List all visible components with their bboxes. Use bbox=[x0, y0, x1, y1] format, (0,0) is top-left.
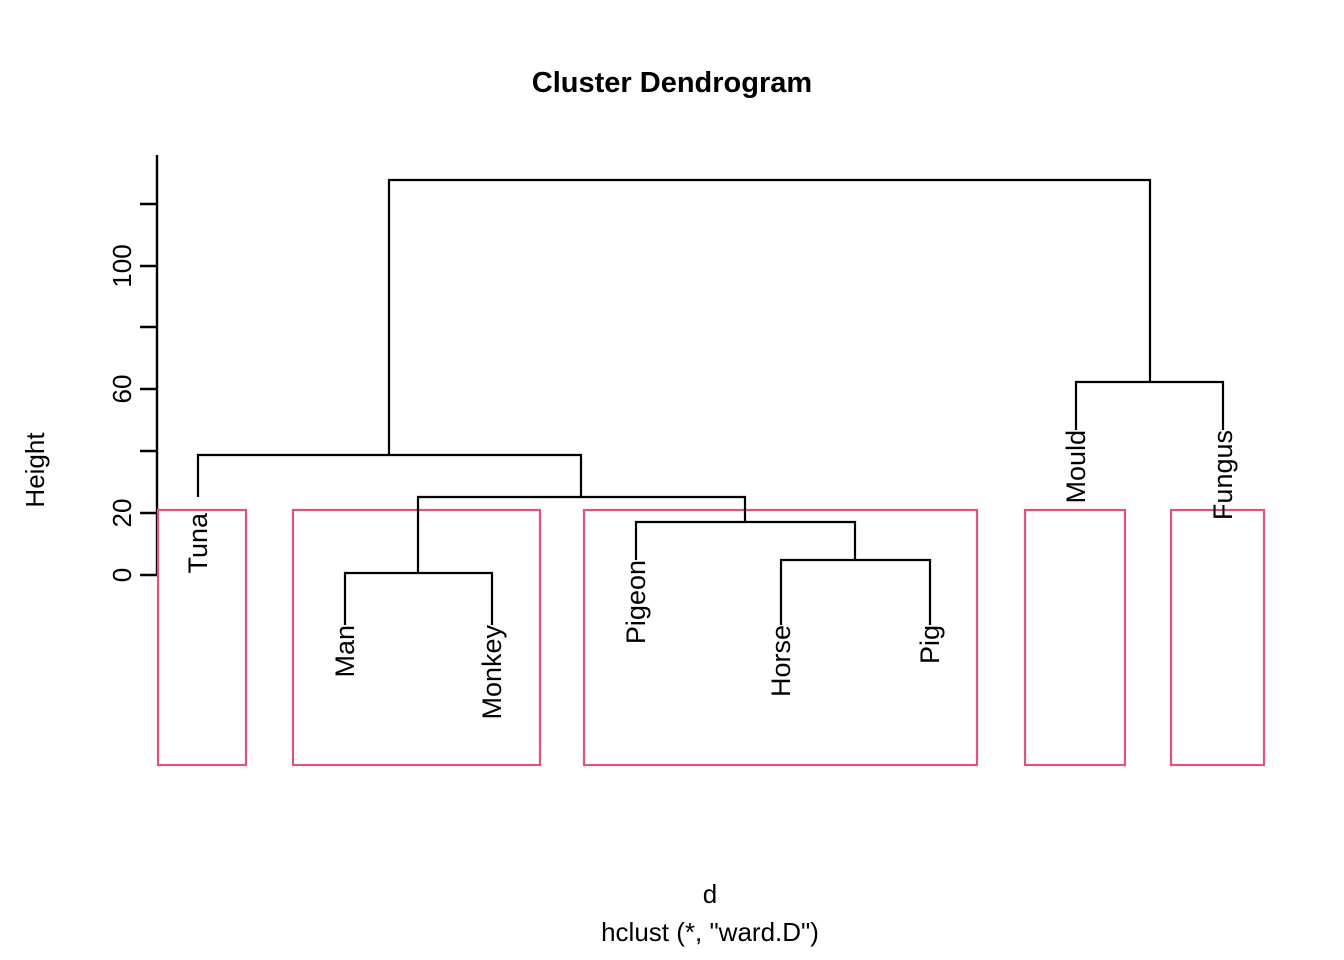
x-axis-caption: d hclust (*, "ward.D") bbox=[601, 879, 819, 947]
y-tick-label-0: 0 bbox=[107, 568, 137, 582]
dendrogram-tree bbox=[196, 178, 1225, 625]
y-tick-label-20: 20 bbox=[107, 499, 137, 528]
cluster-rect-man-monkey bbox=[291, 508, 542, 767]
cluster-rect-mould bbox=[1023, 508, 1127, 767]
plot-title: Cluster Dendrogram bbox=[532, 67, 812, 99]
leaf-label-fungus: Fungus bbox=[1208, 430, 1238, 520]
merge-branch-primates-others bbox=[416, 495, 747, 573]
merge-branch-pigeon-group bbox=[634, 520, 857, 560]
leaf-label-man: Man bbox=[330, 625, 360, 678]
leaf-labels: Tuna Man Monkey Pigeon Horse Pig Mould F… bbox=[183, 430, 1238, 720]
y-axis: 0 20 60 100 Height bbox=[20, 155, 159, 582]
leaf-label-mould: Mould bbox=[1061, 430, 1091, 504]
merge-branch-horse-pig bbox=[779, 558, 932, 625]
y-axis-title: Height bbox=[20, 432, 50, 508]
merge-branch-man-monkey bbox=[343, 571, 494, 625]
y-tick-label-60: 60 bbox=[107, 375, 137, 404]
cluster-rect-tuna bbox=[156, 508, 248, 767]
leaf-label-horse: Horse bbox=[766, 625, 796, 697]
merge-branch-root bbox=[387, 178, 1152, 455]
cluster-rect-pigeon-horse-pig bbox=[582, 508, 979, 767]
x-axis-label-line1: d bbox=[703, 879, 717, 909]
leaf-label-pigeon: Pigeon bbox=[621, 560, 651, 644]
leaf-label-pig: Pig bbox=[915, 625, 945, 664]
merge-branch-tuna-group bbox=[196, 453, 583, 497]
cluster-rectangles bbox=[156, 508, 1266, 767]
y-tick-label-100: 100 bbox=[107, 244, 137, 287]
leaf-label-tuna: Tuna bbox=[183, 512, 213, 574]
merge-branch-mould-fungus bbox=[1074, 380, 1225, 430]
x-axis-label-line2: hclust (*, "ward.D") bbox=[601, 917, 819, 947]
cluster-rect-fungus bbox=[1169, 508, 1266, 767]
leaf-label-monkey: Monkey bbox=[477, 625, 507, 720]
